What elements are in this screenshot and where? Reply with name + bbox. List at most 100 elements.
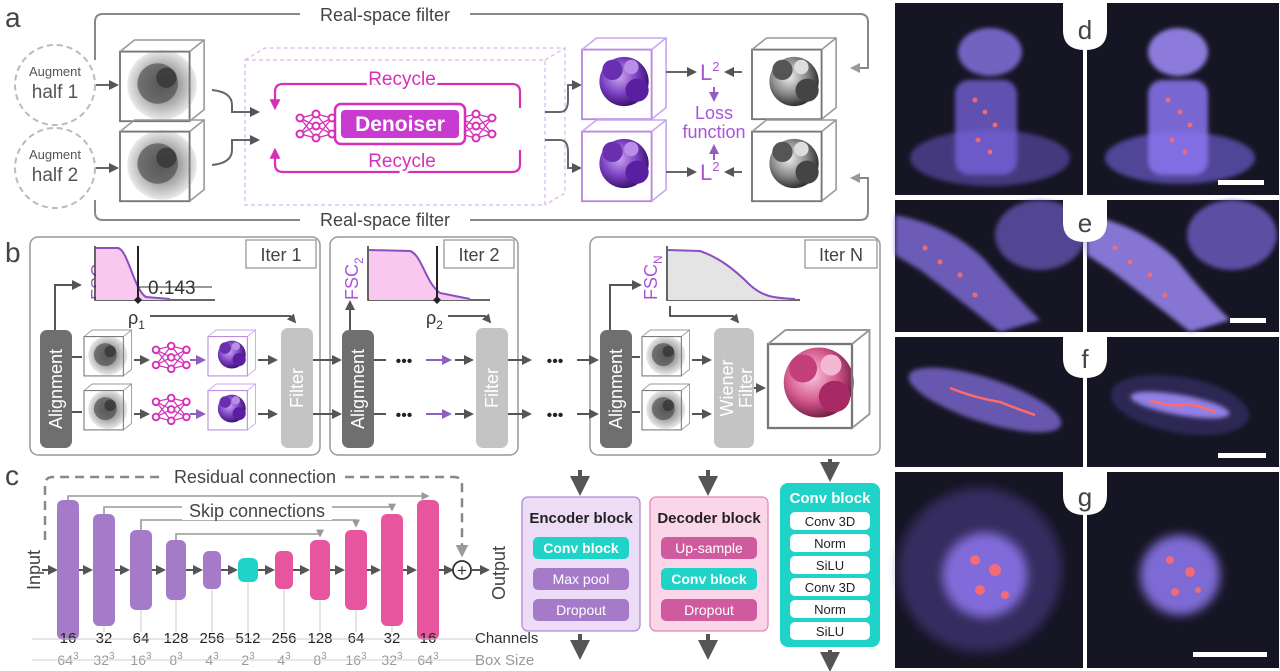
target-cube-1 xyxy=(751,37,838,121)
conv-block-title: Conv block xyxy=(790,490,872,507)
augment-half2-label: Augment xyxy=(29,147,81,162)
decoder-dropout xyxy=(661,599,757,621)
target-cube-2 xyxy=(751,119,838,203)
skip-connection xyxy=(140,519,360,530)
input-label: Input xyxy=(24,550,44,590)
noisy-map-cube-1 xyxy=(119,39,206,123)
conv-item-box xyxy=(790,512,870,530)
denoiser-box: Recycle Recycle Denoiser xyxy=(244,47,566,206)
panel-d xyxy=(895,3,1279,195)
alignment-label-1: Alignment xyxy=(46,349,66,429)
unet-layer-bar xyxy=(93,514,115,626)
wiener-filter-block xyxy=(714,328,754,448)
conv-item-box xyxy=(790,600,870,618)
encoder-maxpool xyxy=(533,568,629,590)
iter1-denoised-1 xyxy=(207,329,257,377)
conv-item-label: SiLU xyxy=(816,558,844,573)
iter1-label: Iter 1 xyxy=(260,245,301,265)
skip-label: Skip connections xyxy=(189,501,325,521)
rho1: ρ1 xyxy=(128,308,145,332)
decoder-item-1: Conv block xyxy=(671,571,747,587)
iter2-label: Iter 2 xyxy=(458,245,499,265)
noisy-map-cube-2 xyxy=(119,119,206,203)
unet-layer-bar xyxy=(381,514,403,626)
filter-block-1 xyxy=(281,328,313,448)
real-space-filter-bottom-label: Real-space filter xyxy=(320,210,450,230)
unet-layer-bar xyxy=(238,558,258,582)
denoiser-label: Denoiser xyxy=(355,113,445,136)
real-space-filter-bottom-loop xyxy=(94,173,869,221)
iter1-denoised-2 xyxy=(207,383,257,431)
alignment-label-2: Alignment xyxy=(348,349,368,429)
panel-letter-c: c xyxy=(5,460,19,491)
alignment-label-n: Alignment xyxy=(606,349,626,429)
decoder-item-2: Dropout xyxy=(684,602,734,618)
panel-c: c Residual connection Input Output Skip … xyxy=(5,459,880,671)
residual-label: Residual connection xyxy=(174,467,336,487)
filter-block-2 xyxy=(476,328,508,448)
panel-e xyxy=(895,200,1279,332)
ellipsis-1: ••• xyxy=(396,353,413,370)
conv-item-label: Conv 3D xyxy=(805,580,856,595)
panel-letter-d: d xyxy=(1078,15,1092,45)
conv-item-box xyxy=(790,622,870,640)
channels-label: Channels xyxy=(475,630,538,647)
ellipsis-4: ••• xyxy=(547,407,564,424)
fscN-curve-fill xyxy=(668,250,795,300)
decoder-title: Decoder block xyxy=(657,510,761,527)
final-map-cube xyxy=(766,328,871,430)
alignment-block-1 xyxy=(40,330,72,448)
wiener-label-1: Wiener xyxy=(717,359,737,416)
augment-half1-label: Augment xyxy=(29,64,81,79)
ellipsis-2: ••• xyxy=(396,407,413,424)
panel-letter-b: b xyxy=(5,237,21,268)
conv-item-label: Norm xyxy=(814,536,846,551)
unet-layer-bar xyxy=(275,551,293,589)
filter-label-2: Filter xyxy=(482,368,502,408)
encoder-item-1: Max pool xyxy=(553,571,610,587)
decoder-block xyxy=(649,496,769,632)
iterN-noisy-1 xyxy=(641,329,691,377)
fscN-label: FSCN xyxy=(641,255,665,300)
skip-connection xyxy=(175,529,324,540)
iter1-noisy-2 xyxy=(83,383,133,431)
decoder-conv-block xyxy=(661,568,757,590)
augment-half1-circle xyxy=(14,44,96,126)
half1-label: half 1 xyxy=(32,82,78,103)
l2-top: L2 xyxy=(700,59,719,85)
half2-label: half 2 xyxy=(32,165,78,186)
encoder-title: Encoder block xyxy=(529,510,633,527)
boxsize-label: Box Size xyxy=(475,652,534,669)
output-label: Output xyxy=(489,546,509,600)
recycle-bottom-label: Recycle xyxy=(368,151,436,172)
iterN-noisy-2 xyxy=(641,383,691,431)
loss-label-line1: Loss xyxy=(695,103,733,123)
encoder-dropout xyxy=(533,599,629,621)
iter1-noisy-1 xyxy=(83,329,133,377)
unet-layer-bar xyxy=(417,500,439,640)
loss-label-line2: function xyxy=(682,122,745,142)
rho2: ρ2 xyxy=(426,308,443,332)
conv-item-label: Conv 3D xyxy=(805,514,856,529)
panel-letter-e: e xyxy=(1078,208,1092,238)
denoised-cube-2 xyxy=(581,119,668,203)
unet-layer-bar xyxy=(57,500,79,640)
decoder-item-0: Up-sample xyxy=(675,540,743,556)
filter-label-1: Filter xyxy=(287,368,307,408)
recycle-top-label: Recycle xyxy=(368,69,436,90)
panel-f xyxy=(895,337,1279,467)
unet-layer-bar xyxy=(345,530,367,610)
panel-g xyxy=(895,472,1279,668)
panel-letter-f: f xyxy=(1081,344,1089,374)
conv-item-label: Norm xyxy=(814,602,846,617)
fsc-threshold: 0.143 xyxy=(148,278,196,299)
augment-half2-circle xyxy=(14,127,96,209)
panel-a: a Real-space filter Real-space filter Au… xyxy=(5,2,869,230)
encoder-block xyxy=(521,496,641,632)
real-space-filter-top-label: Real-space filter xyxy=(320,5,450,25)
unet-layer-bar xyxy=(310,540,330,600)
micrograph-letter-tabs: d e f g xyxy=(1063,3,1107,515)
panel-b: b Iter 1 Iter 2 Iter N FSC1 0.143 ρ1 FSC… xyxy=(5,236,881,456)
